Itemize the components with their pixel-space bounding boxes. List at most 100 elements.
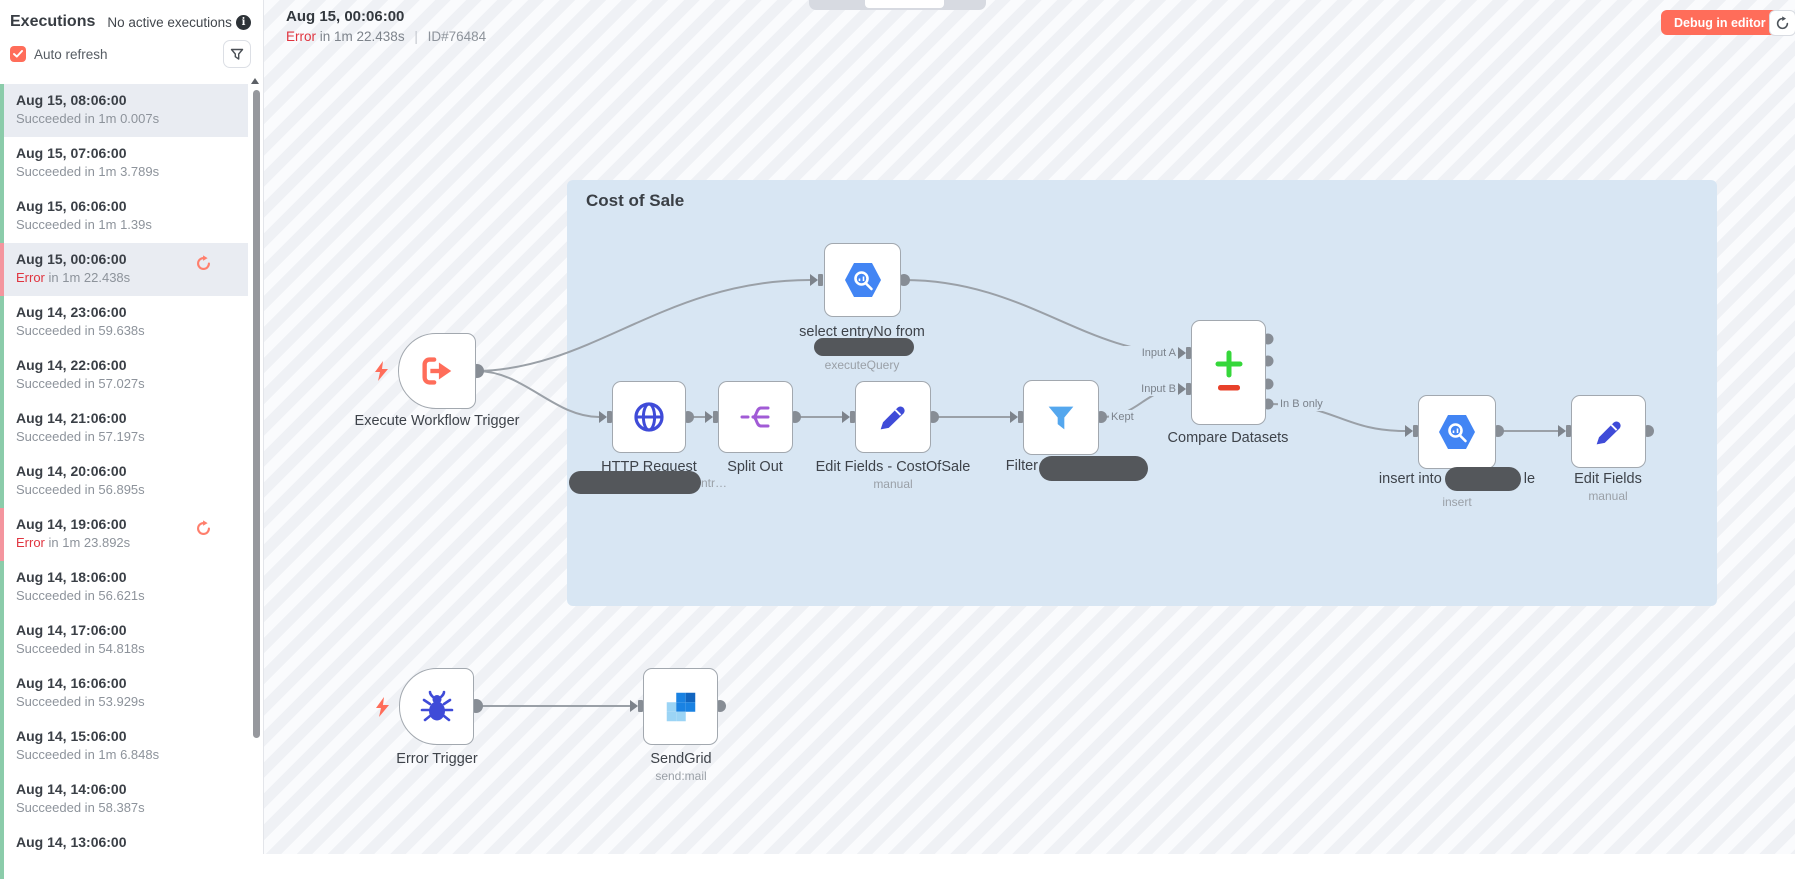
- execution-date: Aug 14, 14:06:00: [16, 781, 127, 797]
- execution-status-text: Succeeded in 1m 6.848s: [16, 747, 160, 762]
- separator: |: [414, 29, 418, 44]
- node-execute-workflow-trigger[interactable]: [398, 333, 476, 409]
- execute-workflow-trigger-icon: [422, 357, 452, 385]
- execution-date: Aug 14, 23:06:00: [16, 304, 127, 320]
- execution-date: Aug 14, 15:06:00: [16, 728, 127, 744]
- node-compare-datasets[interactable]: [1191, 320, 1266, 425]
- pencil-icon: [1596, 421, 1621, 444]
- auto-refresh-label: Auto refresh: [34, 46, 108, 62]
- filter-executions-button[interactable]: [223, 40, 251, 68]
- node-label: Compare Datasets: [1167, 430, 1289, 446]
- node-sendgrid[interactable]: [643, 668, 718, 745]
- node-label: select entryNo from: [799, 324, 925, 340]
- execution-status-text: Succeeded in 54.818s: [16, 641, 145, 656]
- execution-status-text: Succeeded in 1m 1.39s: [16, 217, 152, 232]
- node-subtitle: manual: [1588, 489, 1628, 503]
- executions-panel-header: Executions No active executions i: [0, 0, 263, 31]
- canvas-toolbar-pill: [865, 0, 944, 8]
- scrollbar-thumb[interactable]: [253, 90, 260, 738]
- node-error-trigger[interactable]: [399, 668, 474, 745]
- globe-icon: [634, 402, 664, 432]
- active-executions-status: No active executions: [107, 14, 232, 30]
- execution-duration: in 1m 22.438s: [319, 29, 405, 44]
- split-out-icon: [740, 406, 769, 428]
- execution-status-text: Succeeded in 57.197s: [16, 429, 145, 444]
- insert-label-suffix: le: [1523, 471, 1536, 487]
- execution-date: Aug 15, 06:06:00: [16, 198, 127, 214]
- execution-status-text: Succeeded in 56.895s: [16, 482, 145, 497]
- compare-input-b-label: Input B: [1124, 382, 1178, 396]
- trigger-bolt-icon: [375, 361, 388, 381]
- node-edit-fields[interactable]: [1571, 395, 1646, 468]
- execution-date: Aug 15, 08:06:00: [16, 92, 127, 108]
- execution-status-text: Succeeded in 1m 0.007s: [16, 111, 160, 126]
- node-label: SendGrid: [650, 751, 712, 767]
- executions-panel: Executions No active executions i Auto r…: [0, 0, 263, 879]
- refresh-icon: [1776, 15, 1789, 29]
- node-edit-fields-costofsale[interactable]: [855, 381, 931, 453]
- scrollbar-up-arrow[interactable]: [251, 78, 259, 84]
- executions-title: Executions: [10, 13, 96, 30]
- execution-date: Aug 14, 17:06:00: [16, 622, 127, 638]
- node-http-request[interactable]: [612, 381, 686, 453]
- execution-list-item[interactable]: Aug 14, 13:06:00: [0, 826, 248, 879]
- retry-execution-button[interactable]: [194, 520, 212, 538]
- execution-status-text: Error in 1m 22.438s: [16, 270, 131, 285]
- trigger-bolt-icon: [376, 697, 389, 717]
- filter-output-label: Kept: [1109, 410, 1136, 424]
- bug-icon: [420, 690, 453, 721]
- execution-date: Aug 14, 13:06:00: [16, 834, 127, 850]
- info-icon[interactable]: i: [236, 14, 251, 30]
- retry-icon: [196, 520, 210, 535]
- node-bigquery-select[interactable]: [824, 243, 901, 317]
- redacted-text: [1039, 456, 1148, 481]
- execution-status-text: Error in 1m 23.892s: [16, 535, 131, 550]
- group-title: Cost of Sale: [586, 191, 685, 210]
- debug-in-editor-button[interactable]: Debug in editor: [1661, 10, 1779, 35]
- workflow-canvas[interactable]: Aug 15, 00:06:00 Error in 1m 22.438s | I…: [263, 0, 1795, 854]
- execution-status-text: Succeeded in 1m 3.789s: [16, 164, 160, 179]
- execution-date: Aug 14, 16:06:00: [16, 675, 127, 691]
- compare-datasets-icon: [1215, 350, 1242, 390]
- node-filter[interactable]: [1023, 380, 1099, 455]
- node-subtitle-tail: ntr…: [701, 476, 728, 490]
- execution-date: Aug 15, 07:06:00: [16, 145, 127, 161]
- sendgrid-icon: [666, 692, 695, 721]
- insert-label-prefix: insert into: [1378, 471, 1442, 487]
- execution-status-text: Succeeded in 53.929s: [16, 694, 145, 709]
- bigquery-icon: [1439, 415, 1475, 449]
- node-label: Error Trigger: [396, 751, 478, 767]
- auto-refresh-checkbox[interactable]: [10, 46, 26, 62]
- node-bigquery-insert[interactable]: [1418, 395, 1496, 469]
- retry-execution-button[interactable]: [194, 255, 212, 273]
- refresh-button[interactable]: [1769, 10, 1795, 36]
- node-label: insert into le: [1367, 467, 1547, 491]
- execution-status-text: Succeeded in 57.027s: [16, 376, 145, 391]
- execution-date: Aug 14, 19:06:00: [16, 516, 127, 532]
- node-split-out[interactable]: [718, 381, 793, 453]
- node-label: Filter: [1005, 458, 1038, 474]
- node-label: Edit Fields: [1574, 471, 1642, 487]
- execution-date: Aug 15, 00:06:00: [286, 8, 405, 25]
- node-label: Split Out: [727, 459, 783, 475]
- execution-status-line: Error in 1m 22.438s | ID#76484: [286, 29, 486, 44]
- redacted-text: [814, 338, 914, 356]
- check-icon: [13, 50, 23, 58]
- execution-date: Aug 14, 18:06:00: [16, 569, 127, 585]
- execution-status-text: Succeeded in 56.621s: [16, 588, 145, 603]
- node-subtitle: insert: [1442, 495, 1472, 509]
